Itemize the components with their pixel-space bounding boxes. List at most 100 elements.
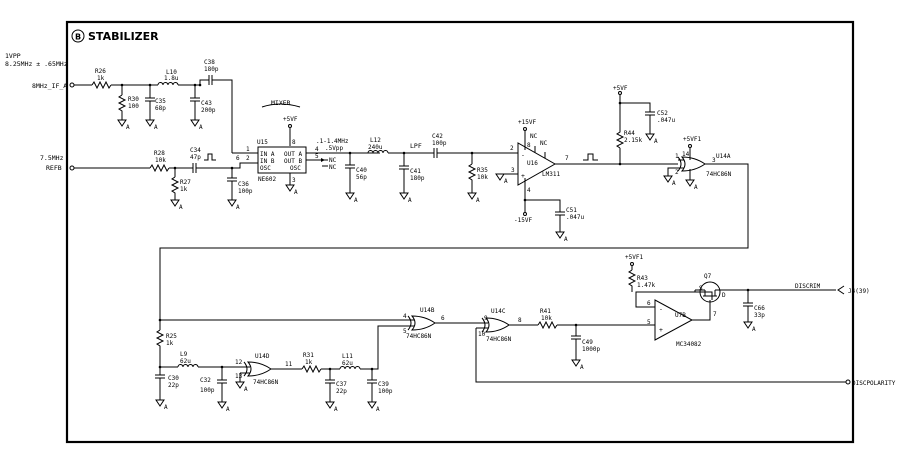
- ground-symbol: [155, 399, 165, 407]
- c36-ref: C36: [238, 181, 249, 188]
- ground-label: A: [226, 406, 230, 413]
- ground-symbol: [399, 192, 409, 200]
- u14a-part: 74HC86N: [706, 171, 732, 178]
- ground-symbol: [227, 199, 237, 207]
- ground-label: A: [376, 406, 380, 413]
- ground-symbol: [217, 401, 227, 409]
- u14b-pin-6: 6: [441, 315, 445, 322]
- r44-value: 2.15k: [624, 137, 642, 144]
- r30-resistor: [117, 94, 127, 120]
- u15-supply: +5VF: [283, 116, 298, 123]
- r27-resistor: [170, 176, 180, 200]
- u15-pin-4: 4: [315, 146, 319, 153]
- u16-pin-7: 7: [565, 155, 569, 162]
- ground-symbol: [663, 175, 673, 183]
- u7b-pin-6: 6: [647, 300, 651, 307]
- discrim-connector-ref: J4(39): [848, 288, 870, 295]
- ground-symbol: [325, 401, 335, 409]
- l12-value: 240u: [368, 144, 383, 151]
- c49-ref: C49: [582, 339, 593, 346]
- r25-resistor: [155, 329, 165, 367]
- ground-label: A: [199, 124, 203, 131]
- c36-value: 100p: [238, 188, 253, 195]
- r41-value: 10k: [541, 315, 552, 322]
- ground-symbol: [345, 192, 355, 200]
- section-letter: B: [75, 33, 81, 42]
- u16-nc-1: NC: [530, 133, 538, 140]
- ground-label: A: [504, 178, 508, 185]
- input1-net: 8MHz_IF_A: [32, 82, 67, 90]
- u15-pin-8: 8: [292, 139, 296, 146]
- ground-symbol: [467, 192, 477, 200]
- r25-value: 1k: [166, 340, 174, 347]
- c51-ref: C51: [566, 207, 577, 214]
- u14a-pin-3: 3: [712, 157, 716, 164]
- q7-ref: Q7: [704, 273, 712, 280]
- ground-label: A: [672, 180, 676, 187]
- c35-value: 68p: [155, 105, 166, 112]
- r35-ref: R35: [477, 167, 488, 174]
- c32-ref: C32: [200, 377, 211, 384]
- u14d-ref: U14D: [255, 353, 270, 360]
- c40-value: 56p: [356, 174, 367, 181]
- mixer-output-level: .5Vpp: [325, 145, 343, 152]
- u14a-pin-2: 2: [675, 169, 679, 176]
- r44-resistor: [615, 95, 625, 149]
- u7b-plus: +: [659, 326, 663, 334]
- ground-symbol: [170, 199, 180, 207]
- u14b-pin-4: 4: [403, 313, 407, 320]
- q7-drain-pin: D: [722, 292, 726, 299]
- u15-nc-2: NC: [329, 164, 337, 171]
- c35-ref: C35: [155, 98, 166, 105]
- ground-label: A: [334, 406, 338, 413]
- u14d-pin-12: 12: [235, 359, 243, 366]
- u15-pin-3: 3: [292, 177, 296, 184]
- ground-label: A: [580, 364, 584, 371]
- c30-ref: C30: [168, 375, 179, 382]
- r30-ref: R30: [128, 96, 139, 103]
- l10-inductor: [157, 82, 179, 86]
- u14c-xor-gate: [481, 317, 510, 333]
- discrim-connector: [837, 285, 845, 295]
- ground-label: A: [408, 197, 412, 204]
- discrim-net: DISCRIM: [795, 283, 821, 290]
- u14c-pin-9: 9: [484, 315, 488, 322]
- ground-symbol: [571, 359, 581, 367]
- c41-ref: C41: [410, 168, 421, 175]
- r41-ref: R41: [540, 308, 551, 315]
- ground-label: A: [236, 204, 240, 211]
- ground-symbol: [145, 119, 155, 127]
- l11-inductor: [339, 366, 361, 370]
- q7-source-pin: S: [699, 285, 703, 292]
- q7-transistor: [699, 281, 721, 303]
- u16-pin-8: 8: [527, 142, 531, 149]
- u15-pin-out-a: OUT A: [284, 151, 302, 158]
- u14b-pin-5: 5: [403, 328, 407, 335]
- l9-ref: L9: [180, 351, 188, 358]
- mixer-output-frequency: .1-1.4MHz: [316, 138, 349, 145]
- r43-value: 1.47k: [637, 282, 655, 289]
- sheet-border: [65, 20, 855, 444]
- ground-symbol: [743, 321, 753, 329]
- ground-label: A: [294, 189, 298, 196]
- u16-supply-pos: +15VF: [518, 119, 536, 126]
- u15-pin-1: 1: [246, 146, 250, 153]
- c52-value: .047u: [657, 117, 675, 124]
- r43-supply: +5VF1: [625, 254, 643, 261]
- u16-pin-4: 4: [527, 187, 531, 194]
- ground-label: A: [164, 404, 168, 411]
- c37-ref: C37: [336, 381, 347, 388]
- ground-symbol: [645, 133, 655, 141]
- u15-pin-2: 2: [246, 155, 250, 162]
- ground-symbol: [190, 119, 200, 127]
- u14d-part: 74HC86N: [253, 379, 279, 386]
- r27-ref: R27: [180, 179, 191, 186]
- u14d-pin-13: 13: [235, 373, 243, 380]
- schematic-title: STABILIZER: [88, 30, 159, 43]
- r44-ref: R44: [624, 130, 635, 137]
- c37-value: 22p: [336, 388, 347, 395]
- r28-resistor: [149, 163, 170, 173]
- u16-nc-2: NC: [540, 140, 548, 147]
- ground-symbol: [555, 231, 565, 239]
